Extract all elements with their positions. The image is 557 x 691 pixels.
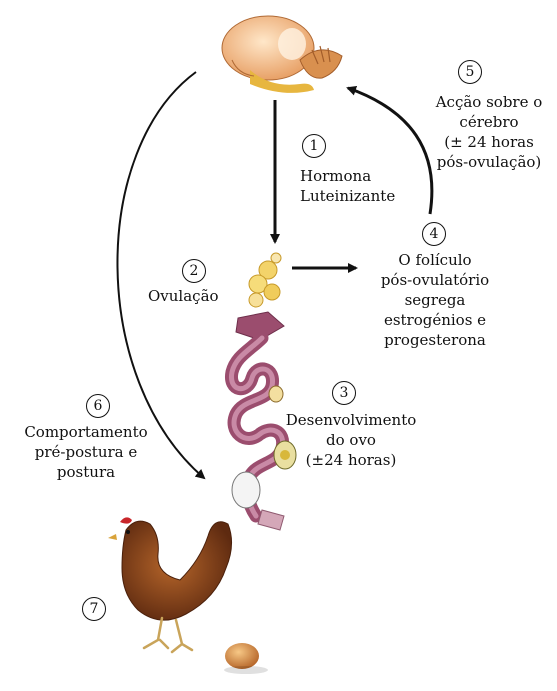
step-4-label-line: O folículo [360,250,510,270]
step-6-label-line: pré-postura e [6,442,166,462]
step-5-label-line: cérebro [420,112,557,132]
step-5-label-line: pós-ovulação) [420,152,557,172]
step-1-label-line: Luteinizante [300,186,395,206]
step-4-label-line: segrega [360,290,510,310]
step-7-number: 7 [82,597,106,621]
step-3-label: Desenvolvimento do ovo (±24 horas) [276,410,426,470]
step-3-label-line: (±24 horas) [276,450,426,470]
step-2-label-line: Ovulação [148,286,219,306]
step-4-label: O folículo pós-ovulatório segrega estrog… [360,250,510,350]
step-5-label-line: Acção sobre o [420,92,557,112]
step-5-number: 5 [458,60,482,84]
brain-illustration [222,16,342,93]
step-3-label-line: do ovo [276,430,426,450]
step-4-label-line: pós-ovulatório [360,270,510,290]
step-1-number: 1 [302,134,326,158]
step-5-label: Acção sobre o cérebro (± 24 horas pós-ov… [420,92,557,172]
step-4-number: 4 [422,222,446,246]
step-5-label-line: (± 24 horas [420,132,557,152]
step-2-label: Ovulação [148,286,219,306]
step-2-number: 2 [182,259,206,283]
step-3-number: 3 [332,381,356,405]
egg-illustration [225,643,259,669]
step-3-label-line: Desenvolvimento [276,410,426,430]
step-1-label: Hormona Luteinizante [300,166,395,206]
step-6-number: 6 [86,394,110,418]
step-6-label: Comportamento pré-postura e postura [6,422,166,482]
step-6-label-line: postura [6,462,166,482]
step-4-label-line: estrogénios e [360,310,510,330]
step-6-label-line: Comportamento [6,422,166,442]
step-1-label-line: Hormona [300,166,395,186]
step-4-label-line: progesterona [360,330,510,350]
hen-illustration [108,517,232,652]
ovary-follicles [249,253,281,307]
